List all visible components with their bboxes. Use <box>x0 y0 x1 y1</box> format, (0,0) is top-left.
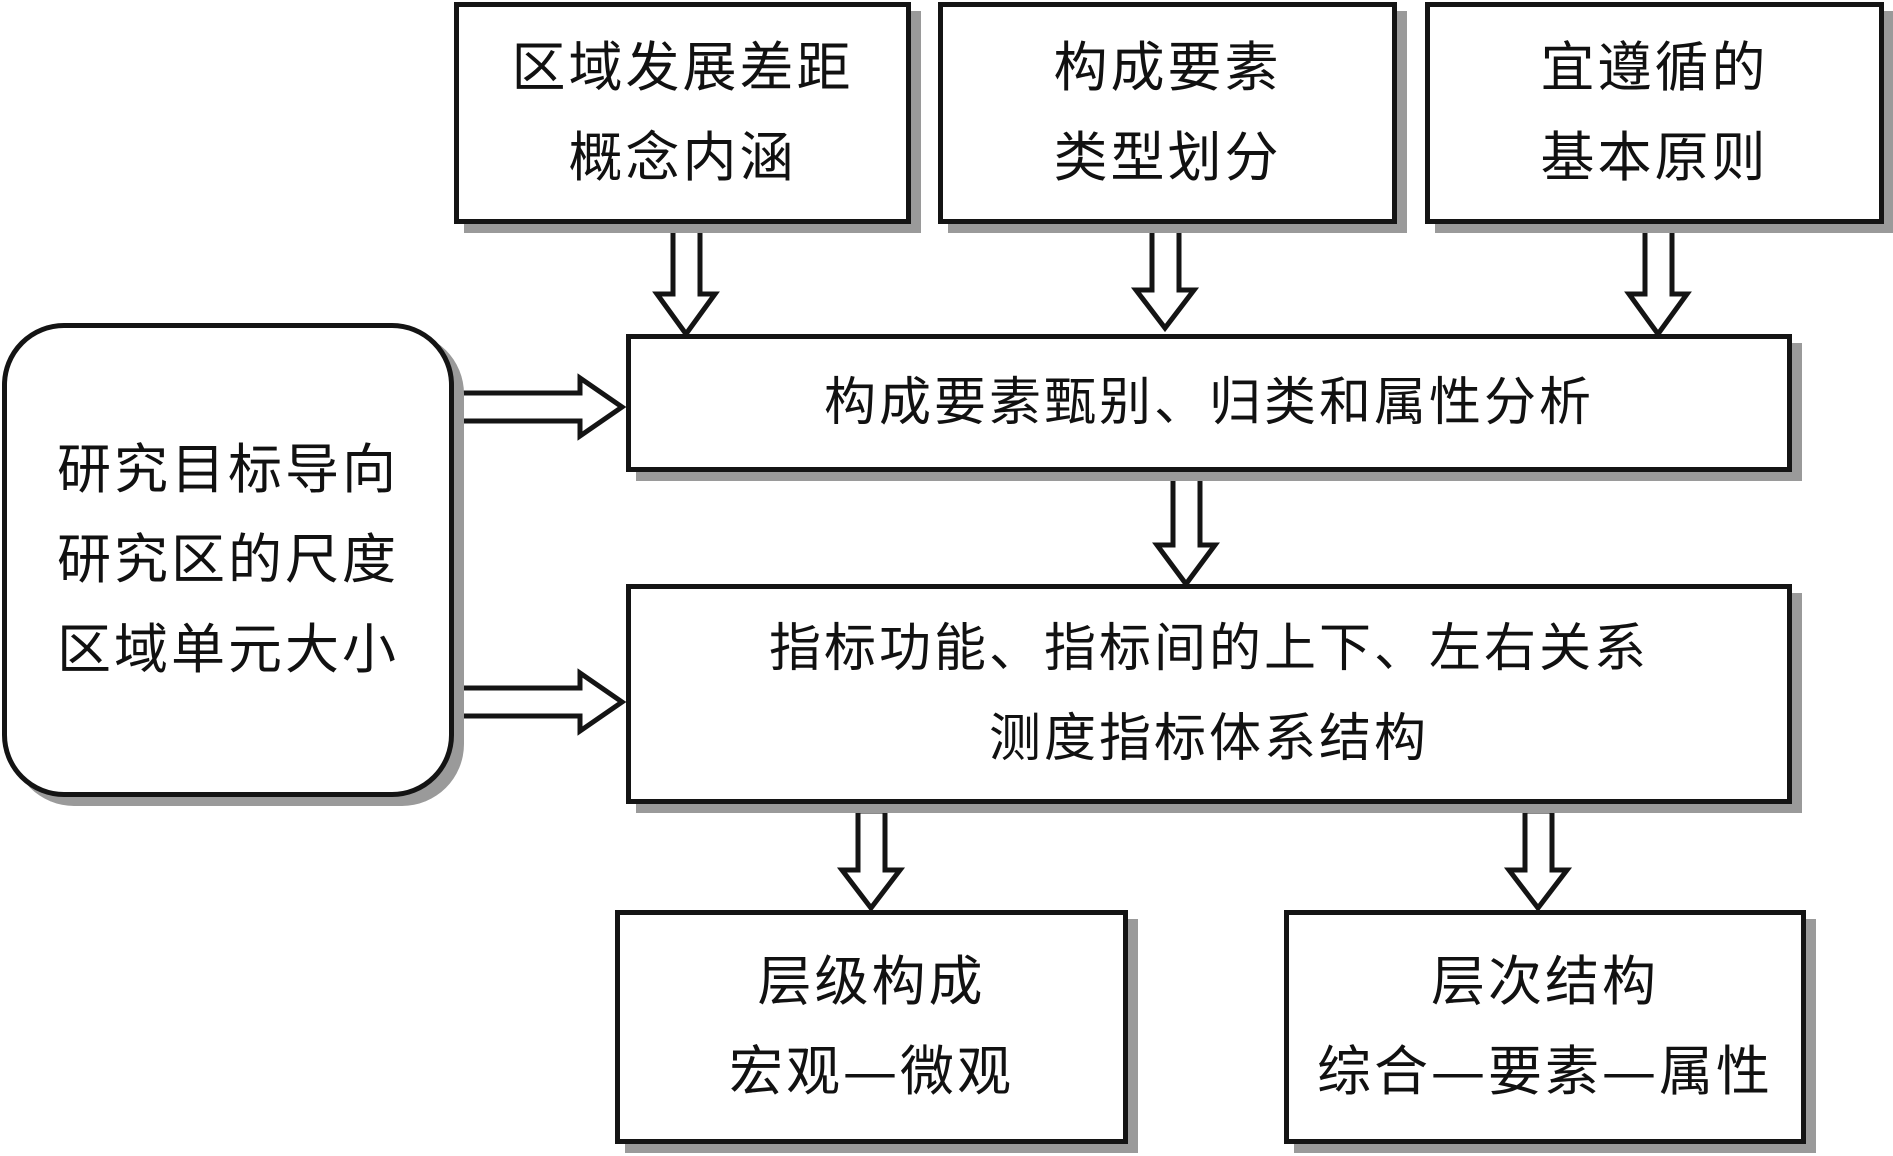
box-line: 指标功能、指标间的上下、左右关系 <box>768 619 1649 679</box>
indicator-structure-box: 指标功能、指标间的上下、左右关系 测度指标体系结构 <box>626 584 1792 804</box>
element-analysis-box: 构成要素甄别、归类和属性分析 <box>626 334 1792 472</box>
arrow-down-right <box>1503 808 1573 913</box>
box-line: 区域单元大小 <box>57 618 399 681</box>
box-line: 构成要素甄别、归类和属性分析 <box>823 373 1594 433</box>
box-line: 宏观—微观 <box>729 1040 1014 1103</box>
box-line: 构成要素 <box>1053 36 1282 99</box>
box-line: 区域发展差距 <box>511 36 854 99</box>
arrow-right-2 <box>458 668 627 736</box>
box-line: 基本原则 <box>1540 126 1769 189</box>
box-line: 综合—要素—属性 <box>1317 1040 1773 1103</box>
concept-box: 区域发展差距 概念内涵 <box>454 2 911 224</box>
arrow-right-1 <box>458 373 627 441</box>
box-line: 层级构成 <box>757 950 986 1013</box>
box-line: 测度指标体系结构 <box>988 709 1429 769</box>
principles-box: 宜遵循的 基本原则 <box>1425 2 1884 224</box>
box-line: 层次结构 <box>1431 950 1659 1013</box>
box-line: 概念内涵 <box>568 126 797 189</box>
arrow-down-mid <box>1152 475 1220 589</box>
hierarchy-composition-box: 层级构成 宏观—微观 <box>615 910 1128 1144</box>
arrow-down-2 <box>1130 221 1200 333</box>
research-factors-box: 研究目标导向 研究区的尺度 区域单元大小 <box>2 323 454 797</box>
arrow-down-left <box>836 808 906 913</box>
box-line: 宜遵循的 <box>1540 36 1769 99</box>
box-line: 类型划分 <box>1053 126 1282 189</box>
box-line: 研究目标导向 <box>57 438 399 501</box>
box-line: 研究区的尺度 <box>57 528 399 591</box>
arrow-down-3 <box>1624 221 1692 339</box>
elements-box: 构成要素 类型划分 <box>938 2 1397 224</box>
level-structure-box: 层次结构 综合—要素—属性 <box>1284 910 1806 1144</box>
arrow-down-1 <box>652 221 720 339</box>
